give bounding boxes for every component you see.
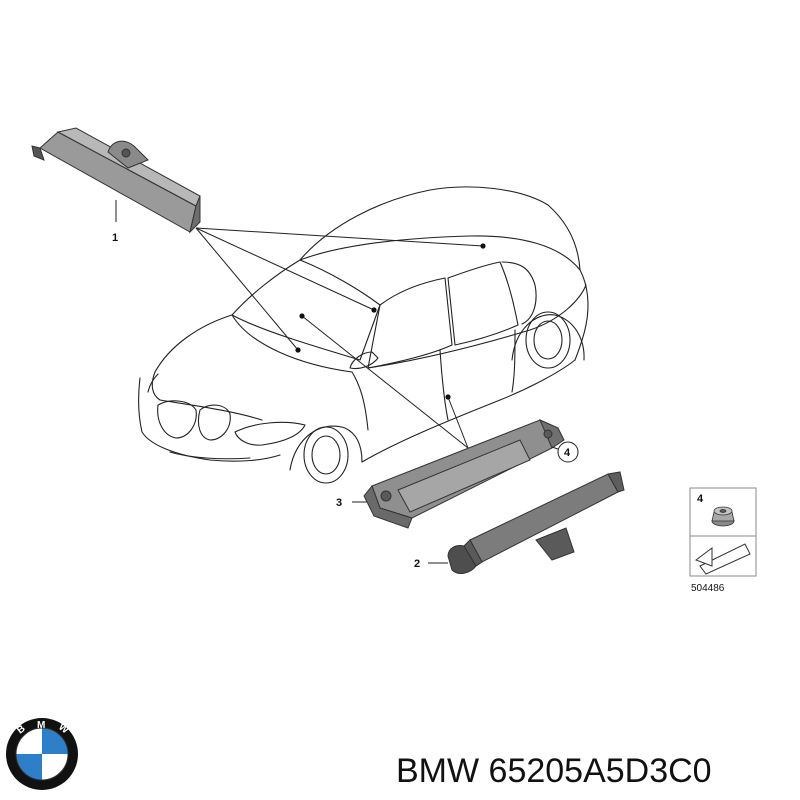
leader-dot: [480, 243, 486, 249]
bracket-part-3: [363, 419, 565, 529]
callout-3: 3: [336, 497, 342, 509]
callout-4: 4: [564, 447, 571, 459]
leader-dot: [445, 394, 451, 400]
reference-arrow-icon: [694, 543, 751, 575]
leader-dot: [295, 347, 301, 353]
legend-box: 4 504486: [689, 487, 757, 594]
antenna-part-2: [447, 471, 625, 574]
bmw-logo: B M W: [6, 718, 78, 790]
car-outline: [138, 186, 589, 484]
leader-dot: [299, 313, 305, 319]
part-caption: BMW 65205A5D3C0: [396, 752, 712, 790]
leader-dot: [371, 307, 377, 313]
logo-letter-m: M: [37, 720, 45, 731]
callout-2: 2: [414, 558, 420, 570]
leader-lines: [115, 200, 484, 564]
callout-1: 1: [112, 232, 118, 244]
nut-icon: [711, 506, 735, 527]
antenna-module-part-1: [31, 127, 201, 234]
legend-part-number: 4: [697, 493, 704, 505]
reference-code: 504486: [691, 583, 725, 594]
callout-4-circle: [557, 441, 579, 463]
leader-dots: [295, 243, 486, 400]
